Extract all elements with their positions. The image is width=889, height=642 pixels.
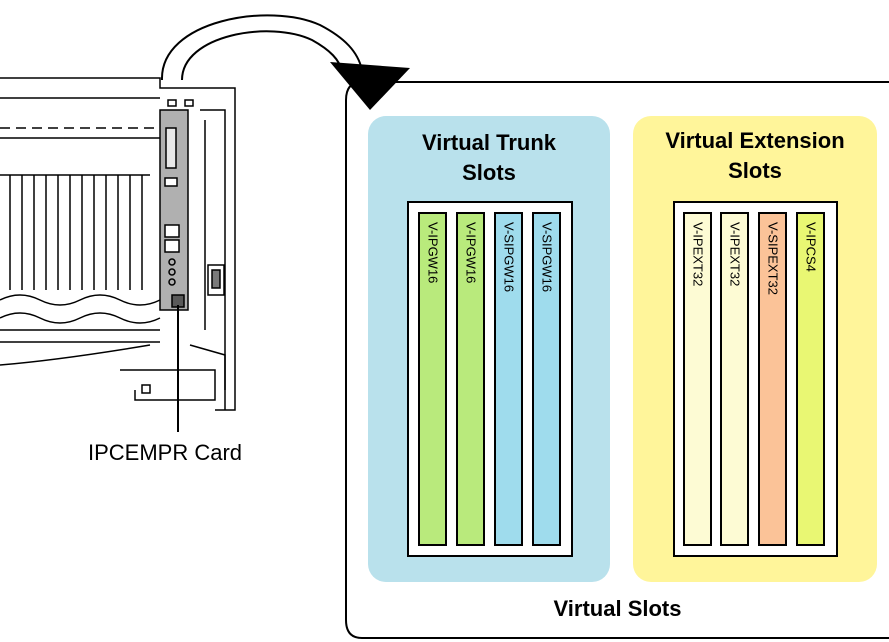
trunk-slot-4-label: V-SIPGW16: [539, 222, 554, 293]
extension-title: Virtual Extension Slots: [633, 126, 877, 186]
extension-slot-1: V-IPEXT32: [683, 212, 712, 546]
trunk-title-line1: Virtual Trunk: [421, 130, 557, 155]
virtual-slots-frame: [345, 81, 889, 639]
extension-slot-3: V-SIPEXT32: [758, 212, 787, 546]
curved-arrow: [160, 14, 410, 110]
extension-title-line1: Virtual Extension: [665, 128, 845, 153]
extension-slot-4: V-IPCS4: [796, 212, 825, 546]
extension-slot-2-label: V-IPEXT32: [727, 222, 742, 287]
trunk-title-line2: Slots: [462, 160, 516, 185]
trunk-slot-2: V-IPGW16: [456, 212, 485, 546]
extension-slot-4-label: V-IPCS4: [803, 222, 818, 272]
trunk-slot-4: V-SIPGW16: [532, 212, 561, 546]
trunk-slot-3-label: V-SIPGW16: [501, 222, 516, 293]
extension-slot-1-label: V-IPEXT32: [690, 222, 705, 287]
extension-slot-2: V-IPEXT32: [720, 212, 749, 546]
trunk-slot-2-label: V-IPGW16: [463, 222, 478, 284]
virtual-slots-title: Virtual Slots: [553, 596, 682, 621]
trunk-title: Virtual Trunk Slots: [368, 128, 610, 188]
ipcempr-card-label: IPCEMPR Card: [88, 440, 243, 465]
trunk-slot-1: V-IPGW16: [418, 212, 447, 546]
pbx-cabinet-illustration: [0, 77, 236, 411]
trunk-slot-1-label: V-IPGW16: [425, 222, 440, 284]
extension-title-line2: Slots: [728, 158, 782, 183]
trunk-slot-3: V-SIPGW16: [494, 212, 523, 546]
extension-slot-3-label: V-SIPEXT32: [765, 222, 780, 295]
